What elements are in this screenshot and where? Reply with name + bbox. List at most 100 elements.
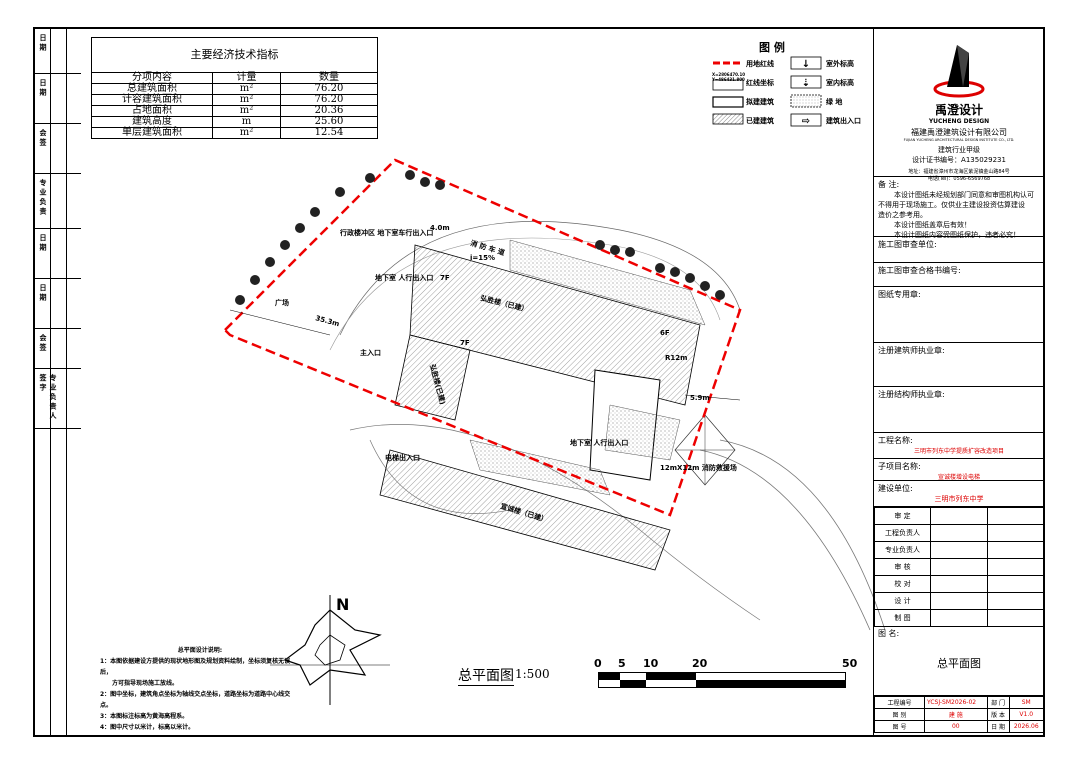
north-label: N <box>336 595 349 614</box>
wind-rose: N <box>270 595 390 705</box>
legend-item: 绿 地 <box>826 98 843 106</box>
remarks-line: 造价之参考用。 <box>878 211 927 219</box>
legend-symbols: ↓ ⇣ ⇨ <box>712 56 822 127</box>
strip-label: 专 业 负 责 <box>39 179 47 215</box>
xuancheng-building <box>379 449 671 571</box>
table-header: 计量 <box>212 72 281 84</box>
company-cert: 设计证书编号：A135029231 <box>912 156 1006 164</box>
remarks-block: 备 注: 本设计图纸未经规划部门同意和审图机构认可 不得用于现场施工。仅供业主建… <box>874 177 1044 239</box>
table-header: 分项内容 <box>91 72 213 84</box>
legend-item: 室内标高 <box>826 79 854 87</box>
stamp-field: 施工图审查单位: <box>874 237 1044 263</box>
company-phone: 电话(Tel)：0596-6569768 <box>927 176 991 182</box>
sub-project: 子项目名称: 宣诚楼增设电梯 <box>874 459 1044 481</box>
construction-unit: 建设单位: 三明市列东中学 <box>874 481 1044 507</box>
main-entry-label: 主入口 <box>360 348 381 357</box>
legend-item: 建筑出入口 <box>826 117 861 125</box>
scale-mark: 20 <box>692 657 708 670</box>
brand-name: 禹澄设计 <box>934 103 983 117</box>
scale-mark: 0 <box>594 657 602 670</box>
legend-item: 室外标高 <box>826 60 854 68</box>
notes-line: 2：图中坐标，建筑角点坐标为轴线交点坐标，道路坐标为道路中心线交点。 <box>100 691 291 709</box>
notes-title: 总平面设计说明: <box>177 647 223 654</box>
floor-label: 7F <box>460 339 470 347</box>
floor-label: 7F <box>440 274 450 282</box>
company-address: 地址：福建省漳州市龙海区紫泥镇金山路84号 <box>908 169 1010 175</box>
drawing-title: 总平面图 <box>458 665 514 686</box>
stamp-field: 注册结构师执业章: <box>874 387 1044 433</box>
legend-item: 拟建建筑 <box>746 98 774 106</box>
title-block: 禹澄设计 YUCHENG DESIGN 福建禹澄建筑设计有限公司 FUJIAN … <box>873 29 1044 735</box>
table-title: 主要经济技术指标 <box>91 37 378 73</box>
floor-label: 6F <box>660 329 670 337</box>
svg-text:⇨: ⇨ <box>802 116 810 127</box>
left-sign-strip: 日 期 日 期 会 签 专 业 负 责 日 期 日 期 会 签 专 业 负 责 … <box>35 29 81 735</box>
drawing-name: 总平面图 <box>937 657 981 670</box>
company-logo-icon <box>933 45 985 98</box>
legend-item: 用地红线 <box>746 60 774 68</box>
scale-mark: 10 <box>643 657 659 670</box>
dim-label: R12m <box>665 354 687 362</box>
stamp-field: 图纸专用章: <box>874 287 1044 343</box>
strip-label: 会 签 <box>39 129 47 146</box>
scale-label: 1:500 <box>515 667 550 681</box>
remarks-line: 不得用于现场施工。仅供业主建设投资估算建设 <box>878 201 1025 209</box>
strip-label: 日 期 <box>39 234 47 251</box>
slope-label: i=15% <box>470 254 495 262</box>
guangchang-label: 广场 <box>275 298 289 307</box>
hongsheng-building <box>409 244 701 406</box>
drawing-name-block: 图 名: 总平面图 <box>874 626 1044 696</box>
drawing-frame <box>33 27 1045 737</box>
remarks-title: 备 注: <box>878 180 900 189</box>
svg-text:⇣: ⇣ <box>802 78 810 89</box>
notes-line: 1：本图依据建设方提供的现状地形图及规划资料绘制，坐标须复核无误后， <box>100 658 291 676</box>
signature-table: 审 定 工程负责人 专业负责人 审 核 校 对 设 计 制 图 <box>874 507 1044 627</box>
legend-item: 红线坐标 <box>746 79 774 87</box>
notes-line: 方可指导现场施工放线。 <box>112 680 179 687</box>
dim-label: 4.0m <box>430 224 450 232</box>
underground-ped2-label: 地下室 人行出入口 <box>570 438 628 447</box>
elevator-label: 电梯出入口 <box>385 453 420 462</box>
strip-label: 专 业 负 责 人 签 字 <box>39 374 57 419</box>
stamp-field: 注册建筑师执业章: <box>874 343 1044 387</box>
site-plan: 消 防 车 道 弘胜楼（已建） 弘胜楼(已建) 宣诚楼（已建） 广场 主入口 电… <box>223 158 886 631</box>
company-name: 福建禹澄建筑设计有限公司 <box>911 128 1007 137</box>
legend-item: 已建建筑 <box>746 117 774 125</box>
company-block: 禹澄设计 YUCHENG DESIGN 福建禹澄建筑设计有限公司 FUJIAN … <box>874 29 1044 182</box>
notes-line: 3：本图标注标高为黄海高程系。 <box>100 713 189 720</box>
scale-bar <box>598 672 848 692</box>
remarks-line: 本设计图纸盖章后有效！ <box>894 221 971 229</box>
property-red-line <box>223 158 742 517</box>
dim-label: 35.3m <box>314 314 340 328</box>
strip-label: 会 签 <box>39 334 47 351</box>
legend-title: 图 例 <box>759 41 785 54</box>
company-grade: 建筑行业甲级 <box>938 146 980 154</box>
scale-mark: 50 <box>842 657 858 670</box>
table-header: 数量 <box>280 72 378 84</box>
stamp-field: 施工图审查合格书编号: <box>874 263 1044 287</box>
remarks-line: 本设计图纸内容受图纸保护，违者必究！ <box>894 231 1020 239</box>
strip-label: 日 期 <box>39 284 47 301</box>
strip-label: 日 期 <box>39 79 47 96</box>
underground-ped1-label: 地下室 人行出入口 <box>375 273 433 282</box>
design-notes: 总平面设计说明: 1：本图依据建设方提供的现状地形图及规划资料绘制，坐标须复核无… <box>100 645 300 733</box>
notes-line: 4：图中尺寸以米计，标高以米计。 <box>100 724 195 731</box>
brand-en: YUCHENG DESIGN <box>928 118 990 125</box>
exit-crowd-label: 行政楼冲区 地下室车行出入口 <box>339 228 433 237</box>
remarks-line: 本设计图纸未经规划部门同意和审图机构认可 <box>894 191 1034 199</box>
svg-text:↓: ↓ <box>802 59 810 70</box>
dim-label: 5.9m <box>690 394 710 402</box>
strip-label: 日 期 <box>39 34 47 51</box>
project-name: 工程名称: 三明市列东中学提质扩容改造项目 <box>874 433 1044 459</box>
company-name-en: FUJIAN YUCHENG ARCHITECTURAL DESIGN INST… <box>903 138 1015 142</box>
xuancheng-building-west <box>394 334 471 421</box>
fire-site-label: 12mX12m 消防救援场 <box>660 463 737 472</box>
